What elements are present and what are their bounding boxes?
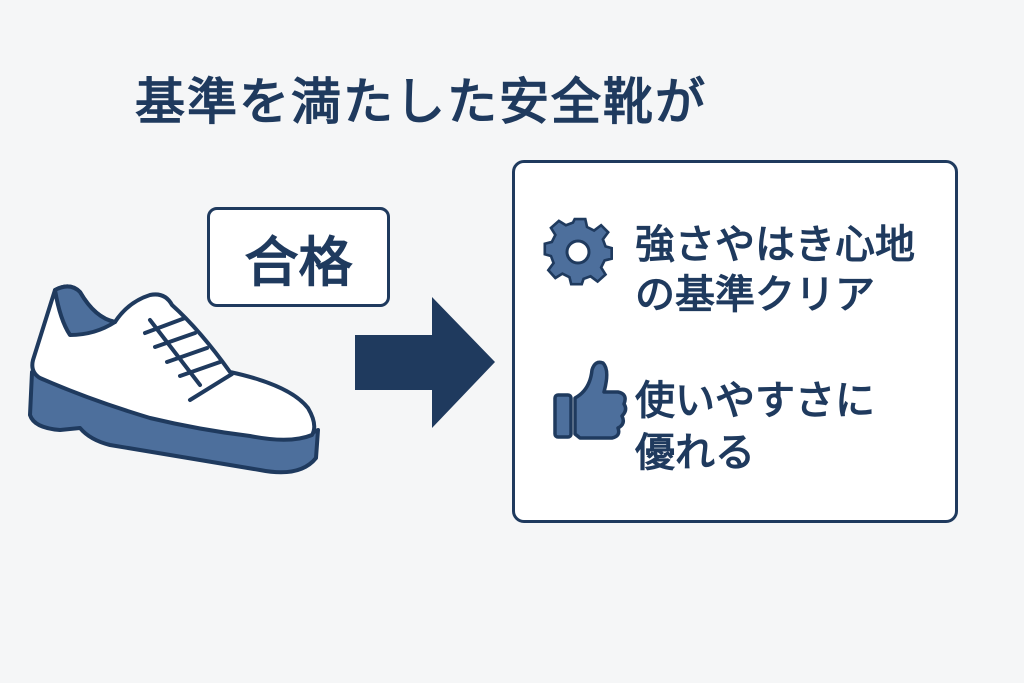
benefit-text: 強さやはき心地: [635, 222, 915, 268]
right-arrow-icon: [355, 297, 495, 428]
safety-shoe-illustration: [28, 284, 320, 475]
benefit-text: の基準クリア: [635, 272, 875, 318]
page-title: 基準を満たした安全靴が: [135, 73, 707, 131]
benefit-text: 使いやすさに: [635, 378, 875, 424]
pass-badge: 合格: [207, 207, 390, 307]
thumbs-up-icon: [553, 360, 628, 440]
gear-icon: [543, 217, 613, 286]
benefit-text: 優れる: [635, 430, 755, 476]
shoe-laces: [143, 316, 234, 402]
shoe-collar: [53, 284, 117, 337]
